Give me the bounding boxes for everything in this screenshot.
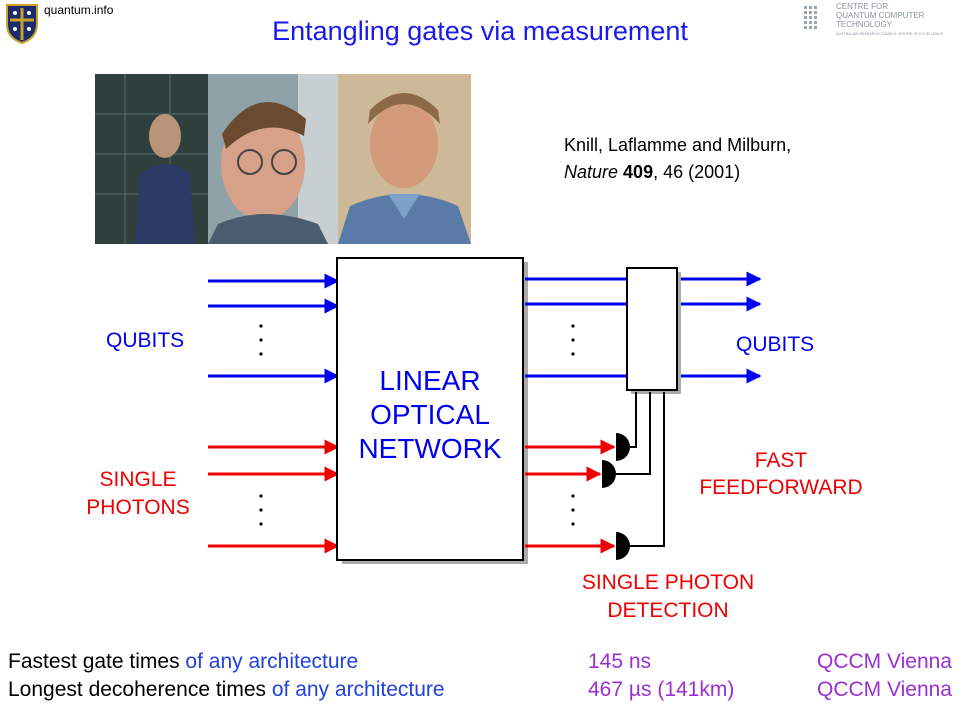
qubits-in-label: QUBITS	[106, 329, 184, 352]
citation: Knill, Laflamme and Milburn, Nature 409,…	[564, 132, 791, 186]
detection-label-2: DETECTION	[607, 599, 728, 622]
stat-label: Fastest gate times of any architecture	[8, 648, 358, 676]
single-photons-label-1: SINGLE	[99, 468, 176, 491]
citation-pages-year: , 46 (2001)	[653, 162, 741, 182]
network-label-2: OPTICAL	[370, 399, 490, 430]
detector-3	[616, 532, 630, 560]
feedforward-wire-2	[616, 392, 651, 475]
stat-value-number: 467 µs	[588, 678, 652, 701]
cqct-line3: TECHNOLOGY	[836, 20, 893, 29]
citation-journal: Nature	[564, 162, 619, 182]
photo-researcher-3	[338, 74, 471, 244]
fast-feedforward-label-1: FAST	[755, 449, 808, 472]
slide-title: Entangling gates via measurement	[272, 16, 688, 46]
feedforward-wire-1	[630, 392, 637, 448]
citation-reference: Nature 409, 46 (2001)	[564, 159, 791, 186]
footer-stats: Fastest gate times of any architecture 1…	[8, 648, 952, 704]
stat-qualifier: of any architecture	[271, 678, 445, 701]
stat-source: QCCM Vienna	[816, 678, 952, 701]
cqct-logo: CENTRE FOR QUANTUM COMPUTER TECHNOLOGY A…	[804, 2, 944, 36]
feedforward-box	[626, 267, 678, 391]
cqct-line1: CENTRE FOR	[836, 2, 888, 11]
cqct-line4: AUSTRALIAN RESEARCH COUNCIL CENTRE OF EX…	[836, 32, 944, 36]
stat-label: Longest decoherence times of any archite…	[8, 676, 445, 704]
stat-value: 145 ns	[588, 650, 652, 673]
university-crest-logo	[6, 4, 38, 44]
detector-1	[616, 433, 630, 461]
site-label: quantum.info	[44, 3, 114, 17]
network-label-1: LINEAR	[379, 365, 480, 396]
feedforward-wire-3	[630, 392, 665, 547]
detection-label-1: SINGLE PHOTON	[582, 571, 754, 594]
photo-researcher-1	[95, 74, 210, 244]
fast-feedforward-label-2: FEEDFORWARD	[699, 476, 862, 499]
klm-diagram: LINEAR OPTICAL NETWORK QUBITS QUBITS SIN…	[86, 257, 863, 622]
network-label-3: NETWORK	[358, 433, 501, 464]
citation-volume: 409	[623, 162, 654, 182]
stat-lead: Longest decoherence times	[8, 678, 266, 701]
stat-row-decoherence: Longest decoherence times of any archite…	[8, 676, 952, 704]
stat-value: 467 µs (141km)	[588, 676, 734, 704]
stat-value-extra: (141km)	[657, 678, 735, 701]
stat-lead: Fastest gate times	[8, 650, 180, 673]
stat-qualifier: of any architecture	[185, 650, 359, 673]
citation-authors: Knill, Laflamme and Milburn,	[564, 135, 792, 155]
single-photons-label-2: PHOTONS	[86, 496, 189, 519]
cqct-line2: QUANTUM COMPUTER	[836, 11, 925, 20]
linear-optical-network-box	[336, 257, 524, 561]
detector-2	[602, 460, 616, 488]
stat-row-gate-time: Fastest gate times of any architecture 1…	[8, 648, 952, 676]
photo-researcher-2	[208, 74, 338, 244]
qubits-out-label: QUBITS	[736, 333, 814, 356]
stat-source: QCCM Vienna	[816, 650, 952, 673]
